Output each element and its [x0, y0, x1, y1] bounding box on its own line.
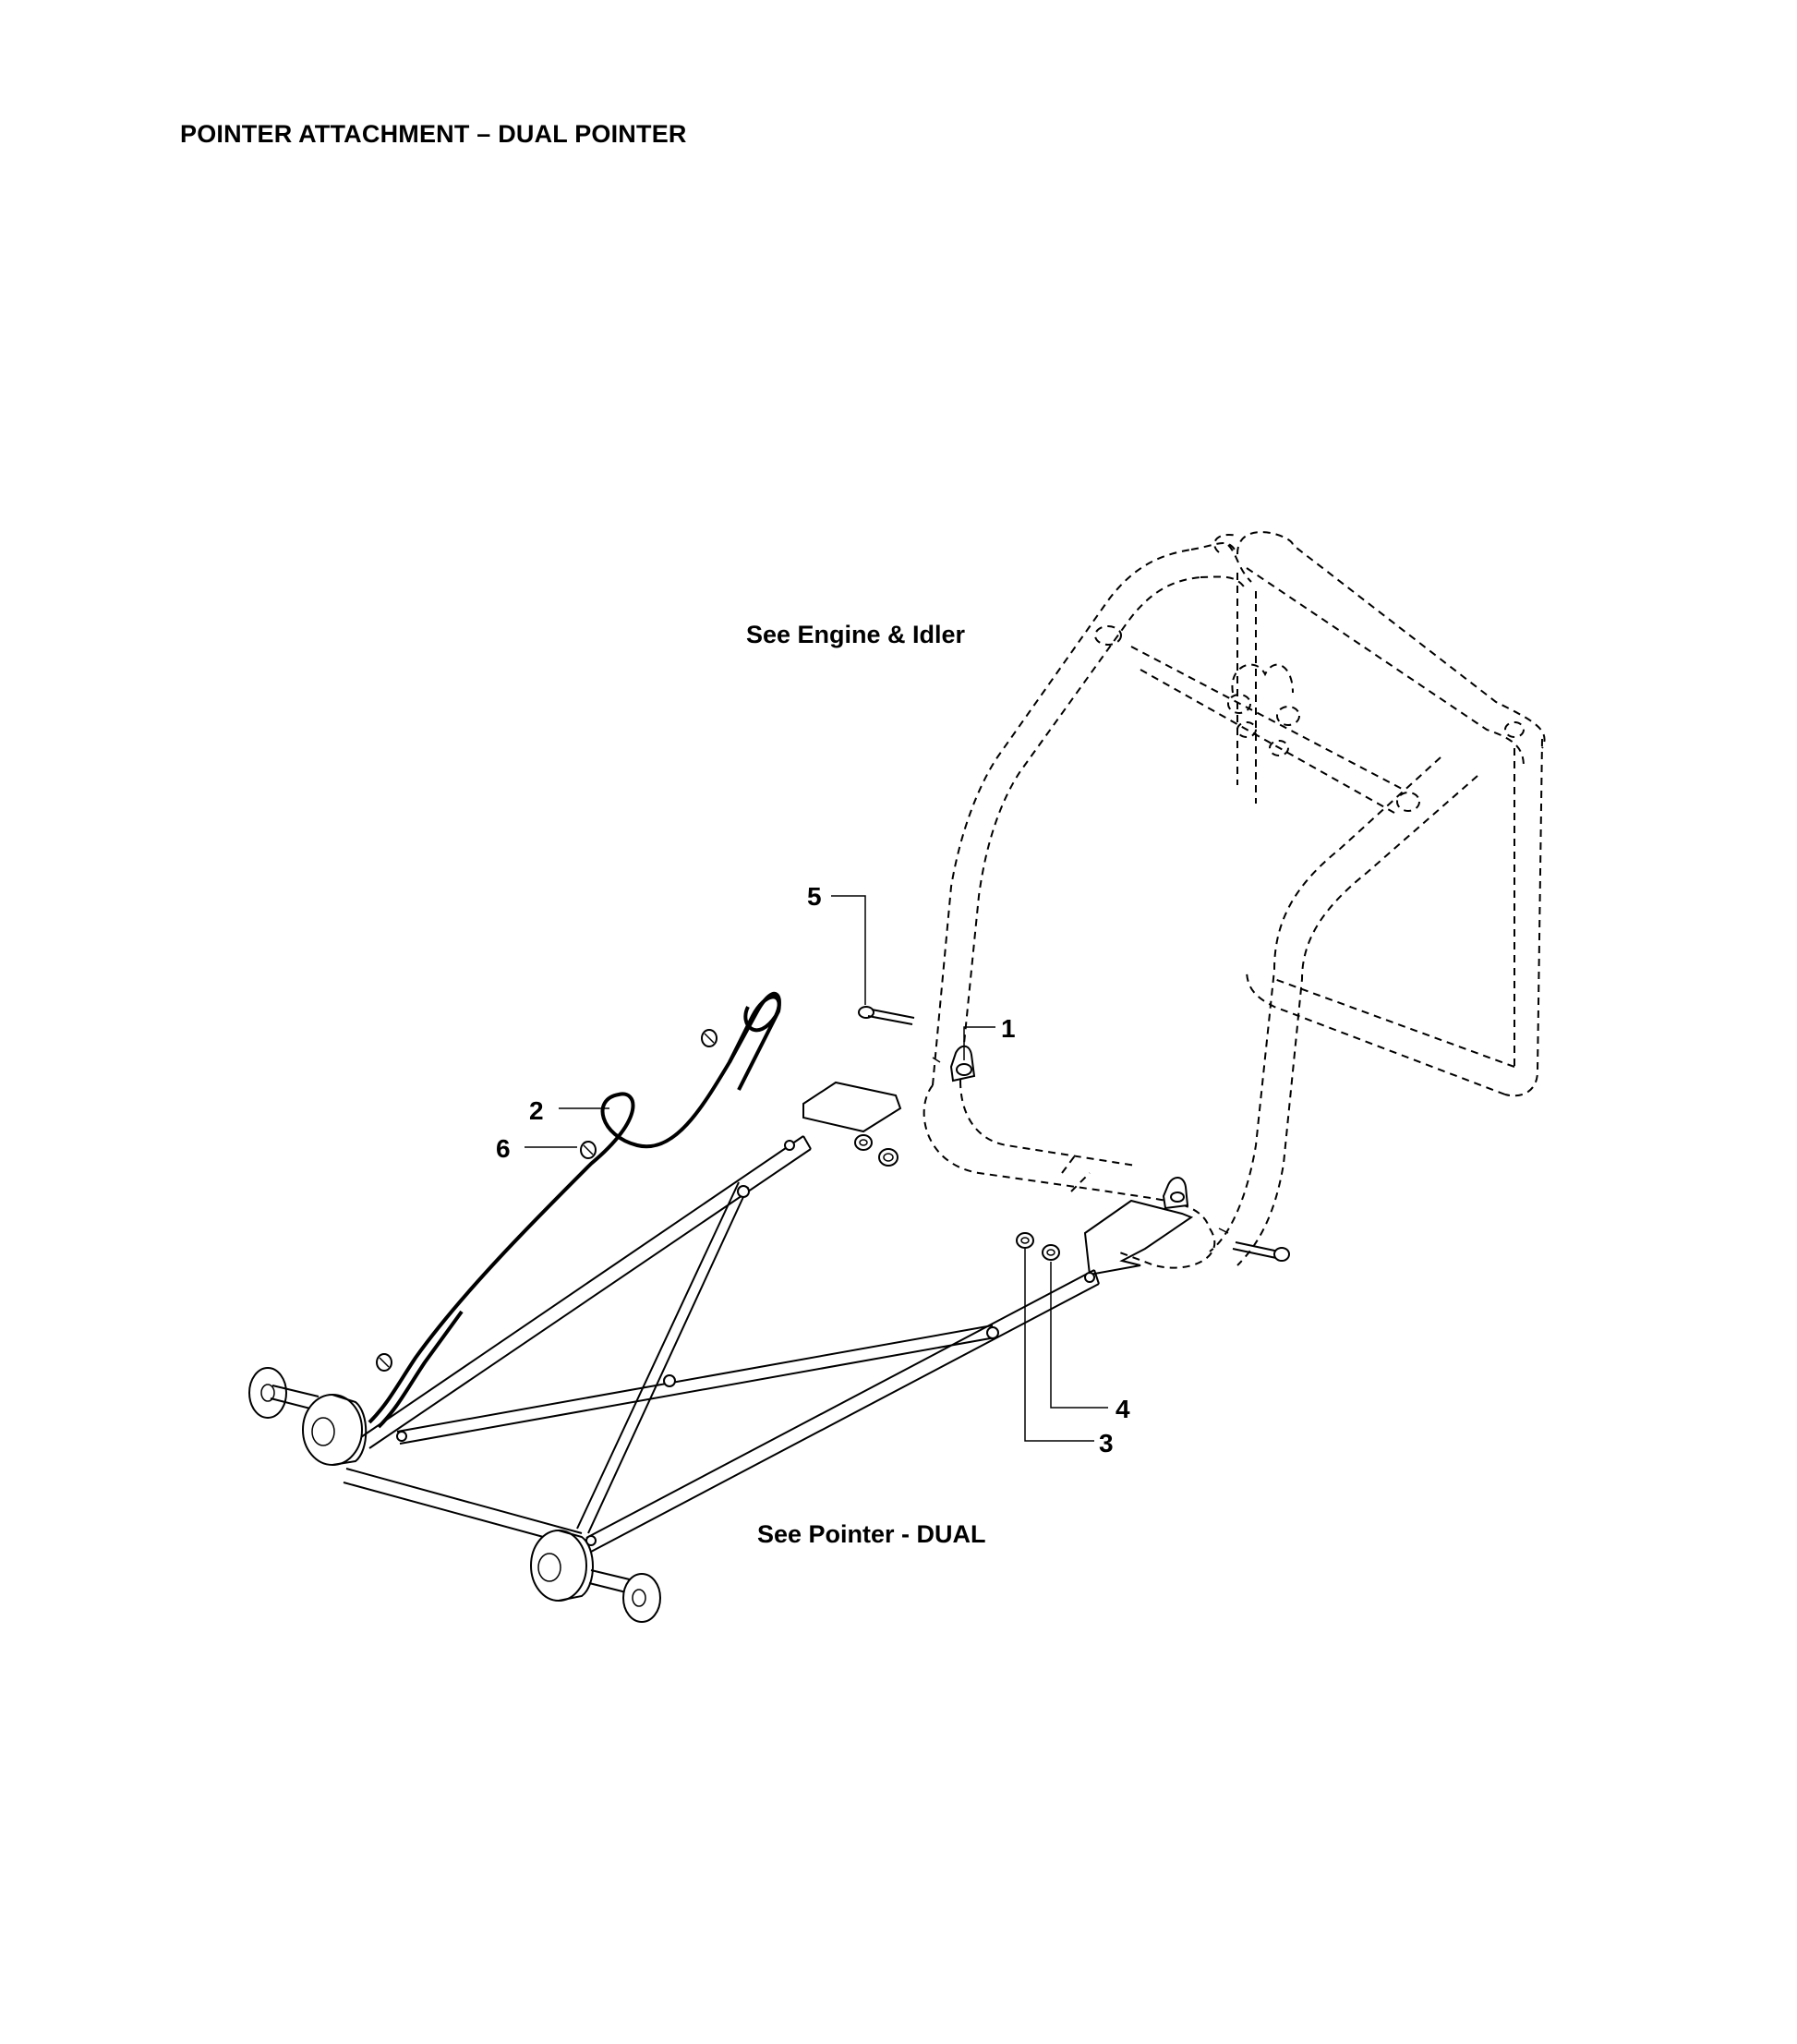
- handle-frame-reference: [923, 531, 1546, 1269]
- wheel-front: [530, 1530, 661, 1623]
- pivot-bracket: [949, 1045, 1189, 1210]
- callout-6: 6: [496, 1134, 511, 1163]
- nut-washer-right: [1016, 1232, 1060, 1261]
- cable-2: [368, 991, 781, 1429]
- nut-washer-left: [854, 1134, 898, 1167]
- mounting-plates: [802, 1081, 1194, 1276]
- callout-5: 5: [807, 882, 822, 911]
- page-title: POINTER ATTACHMENT – DUAL POINTER: [180, 120, 687, 148]
- pointer-dual-reference: See Pointer - DUAL: [757, 1520, 986, 1548]
- clip-6: [376, 1029, 718, 1372]
- callout-4: 4: [1116, 1395, 1130, 1423]
- callout-3: 3: [1099, 1429, 1114, 1457]
- bolt-left: [858, 1006, 941, 1063]
- wheel-rear: [248, 1367, 368, 1466]
- callout-leaders: [525, 895, 1108, 1442]
- callout-1: 1: [1001, 1014, 1016, 1043]
- pointer-arm-assembly: [343, 1135, 1100, 1553]
- callout-2: 2: [529, 1096, 544, 1125]
- bolt-right: [1218, 1228, 1290, 1262]
- engine-idler-reference: See Engine & Idler: [746, 621, 966, 648]
